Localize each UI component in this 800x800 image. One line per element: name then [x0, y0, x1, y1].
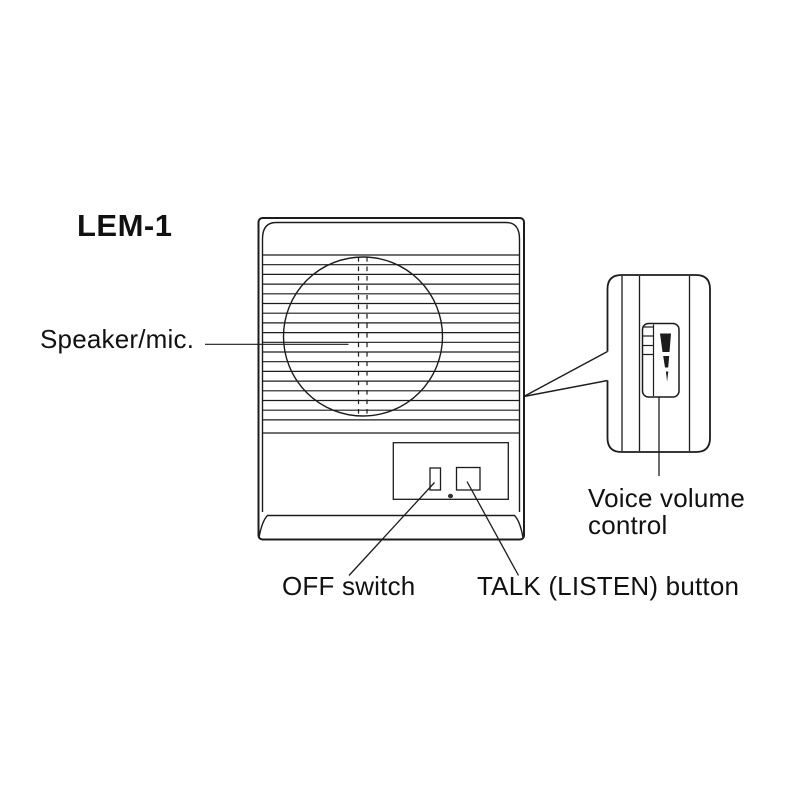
talk-button-leader-line	[466, 481, 520, 576]
voice-volume-label: Voice volume control	[588, 485, 745, 539]
device-bezel	[261, 221, 521, 512]
device-bezel-bottom	[258, 514, 524, 538]
talk-button-label: TALK (LISTEN) button	[477, 571, 740, 601]
off-switch-label: OFF switch	[282, 571, 416, 601]
off-switch	[429, 467, 442, 491]
voice-volume-label-line2: control	[588, 510, 668, 540]
side-view	[606, 274, 711, 453]
speaker-mic-label: Speaker/mic.	[40, 324, 195, 354]
control-panel	[392, 442, 509, 500]
screw-dot	[447, 493, 454, 499]
side-seam-lines	[621, 276, 691, 451]
speaker-grille	[263, 254, 519, 421]
speaker-circle	[282, 256, 444, 417]
detail-callout-wedge	[523, 350, 608, 398]
off-switch-leader-line	[348, 482, 435, 576]
speaker-center-dashed-lines	[357, 257, 368, 417]
front-view	[257, 217, 525, 541]
volume-slider-knob	[643, 326, 654, 356]
talk-listen-button	[455, 466, 481, 491]
voice-volume-label-line1: Voice volume	[588, 483, 746, 513]
volume-level-indicator	[660, 333, 671, 382]
model-label: LEM-1	[77, 208, 173, 243]
